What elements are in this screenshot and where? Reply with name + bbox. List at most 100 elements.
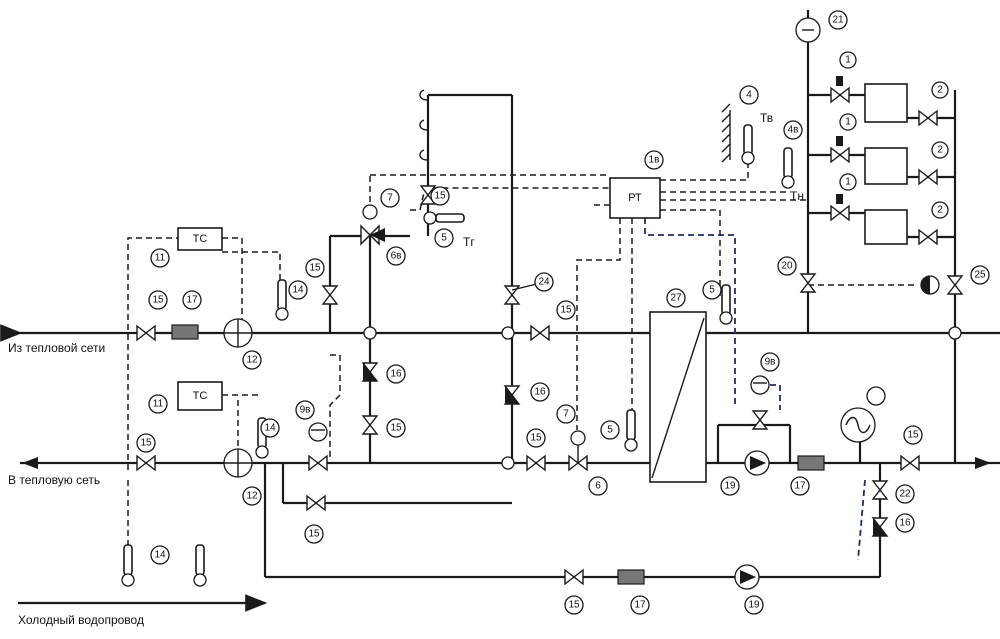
return-line-label: В тепловую сеть [8,473,100,487]
svg-text:27: 27 [670,293,682,304]
three-way-valve-6v [360,204,385,246]
valve-icon [362,415,378,435]
svg-text:2: 2 [937,85,943,96]
valve-icon [530,325,550,341]
valve-icon [564,569,584,585]
svg-text:9в: 9в [765,357,776,368]
svg-text:12: 12 [246,355,258,366]
svg-text:5: 5 [709,285,715,296]
thermometer-icon [741,124,755,165]
filter-icon [617,569,645,585]
svg-text:15: 15 [560,305,572,316]
svg-text:1: 1 [845,55,851,66]
flow-meter-supply [223,318,253,348]
svg-text:7: 7 [563,409,569,420]
svg-text:5: 5 [441,233,447,244]
svg-text:19: 19 [748,600,760,611]
jumper-icon [501,456,515,470]
jumper-icon [948,326,962,340]
control-valve-7 [570,430,586,446]
thermometer-icon [719,284,733,325]
svg-text:6в: 6в [391,251,402,262]
thermometer-icon [781,147,795,189]
valve-icon [308,455,328,471]
valve-icon [800,273,816,293]
thermometer-icon [624,409,638,452]
thermometer-icon [193,544,207,587]
svg-text:4: 4 [746,90,752,101]
filter-icon [797,455,825,471]
pump-icon [734,564,760,590]
valve-icon [136,325,156,341]
svg-text:1в: 1в [649,155,660,166]
svg-text:15: 15 [530,433,542,444]
valve-icon [947,275,963,295]
temp-label-tv: Тв [760,111,773,125]
valve-icon [900,455,920,471]
svg-text:15: 15 [907,430,919,441]
svg-text:21: 21 [832,15,844,26]
meter-23 [840,407,876,443]
filter-icon [171,324,199,340]
valve-icon [306,495,326,511]
svg-text:17: 17 [794,481,806,492]
svg-text:2: 2 [937,145,943,156]
jumper-icon [363,326,377,340]
svg-text:15: 15 [434,191,446,202]
svg-text:9в: 9в [300,405,311,416]
svg-text:16: 16 [534,387,546,398]
tc-label: ТС [193,233,208,245]
actuator-25 [920,275,940,295]
svg-text:11: 11 [153,399,164,410]
radiator-branch-2 [808,136,955,185]
svg-text:14: 14 [292,285,304,296]
svg-text:16: 16 [390,369,402,380]
jumper-icon [501,326,515,340]
svg-text:12: 12 [246,491,258,502]
tc-label: ТС [193,390,208,402]
svg-text:25: 25 [974,270,986,281]
pump-icon [744,450,770,476]
radiator-branch-3 [808,194,955,245]
svg-text:17: 17 [634,600,646,611]
temp-label-tg: Тг [463,235,475,249]
svg-text:14: 14 [154,550,166,561]
svg-text:1: 1 [845,117,851,128]
valve-icon [526,455,546,471]
svg-text:17: 17 [186,295,198,306]
svg-text:5: 5 [607,425,613,436]
outdoor-wall [721,103,731,163]
svg-text:14: 14 [264,423,276,434]
pressure-gauge-9v [750,375,770,395]
svg-text:24: 24 [538,277,550,288]
cold-water-label: Холодный водопровод [18,613,144,627]
valve-icon [872,480,888,500]
svg-text:11: 11 [155,253,166,264]
flow-meter-return [223,448,253,478]
svg-text:16: 16 [899,518,911,529]
supply-line-label: Из тепловой сети [8,341,105,355]
tag-bubbles: 15 17 11 14 12 15 7 6в 15 5 16 15 11 15 … [136,10,990,615]
svg-text:15: 15 [568,600,580,611]
pressure-gauge-21 [795,17,821,43]
svg-text:1: 1 [845,177,851,188]
svg-text:20: 20 [781,261,793,272]
thermometer-icon [423,211,465,225]
tc-controller-bottom: ТС [177,381,223,411]
temp-label-tn: Тн [790,189,804,203]
thermometer-icon [121,544,135,587]
rt-label: РТ [628,192,642,204]
svg-text:22: 22 [899,489,911,500]
valve-icon [322,285,338,305]
svg-text:4в: 4в [788,125,799,136]
svg-text:2: 2 [937,205,943,216]
svg-text:15: 15 [390,423,402,434]
svg-text:15: 15 [308,529,320,540]
radiator-branch-1 [808,76,955,126]
svg-text:7: 7 [387,193,393,204]
svg-text:15: 15 [309,263,321,274]
tc-controller-top: ТС [177,227,223,251]
pressure-gauge-9v [308,422,328,442]
valve-icon [752,410,768,430]
